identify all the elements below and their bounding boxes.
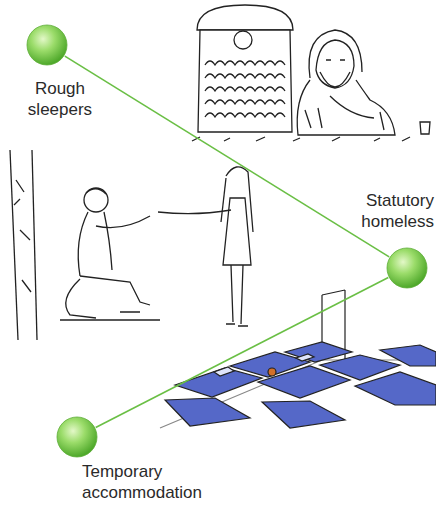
- rubbish-bin-sketch: [205, 100, 285, 104]
- rubbish-bin-sketch: [197, 5, 293, 30]
- node-circle: Statutory homeless: [386, 247, 428, 289]
- sitting-man-sketch: [84, 188, 108, 212]
- rubbish-bin-sketch: [205, 113, 285, 117]
- rubbish-bin-sketch: [205, 61, 285, 65]
- sitting-person-sketch: [330, 96, 374, 118]
- sitting-man-sketch: [78, 212, 88, 276]
- green-ball: [387, 248, 427, 288]
- green-ball: [27, 25, 67, 65]
- sitting-man-sketch: [60, 312, 160, 320]
- tree-sketch: [32, 150, 37, 340]
- node-label: Rough sleepers: [15, 78, 105, 120]
- circle-shape: [56, 416, 98, 458]
- shelter-room-sketch: [160, 360, 436, 428]
- sitting-person-sketch: [192, 137, 410, 141]
- sitting-man-sketch: [66, 279, 96, 318]
- shelter-room-sketch: [214, 367, 234, 376]
- rubbish-bin-sketch: [205, 87, 285, 91]
- sitting-person-sketch: [305, 108, 384, 130]
- standing-woman-sketch: [221, 178, 226, 222]
- sitting-man-sketch: [86, 189, 106, 194]
- tree-sketch: [10, 150, 18, 340]
- sitting-person-sketch: [297, 80, 395, 135]
- tree-sketch: [14, 180, 31, 292]
- shelter-room-sketch: [160, 290, 436, 428]
- rubbish-bin-sketch: [197, 5, 293, 132]
- circle-shape: [386, 247, 428, 289]
- standing-woman-sketch: [226, 324, 248, 326]
- standing-woman-sketch: [231, 265, 243, 324]
- tree-sketch: [10, 150, 37, 340]
- sitting-person-sketch: [420, 122, 430, 134]
- rubbish-bin-sketch: [198, 30, 292, 132]
- node-label: Statutory homeless: [342, 190, 434, 232]
- standing-woman-sketch: [223, 198, 251, 265]
- sitting-man-sketch: [60, 188, 160, 320]
- standing-woman-sketch: [158, 210, 231, 214]
- rubbish-bin-sketch: [205, 74, 285, 78]
- sitting-man-sketch: [96, 216, 150, 228]
- rubbish-bin-sketch: [234, 31, 252, 49]
- sitting-person-sketch: [320, 72, 350, 87]
- shelter-room-sketch: [380, 345, 436, 366]
- sitting-person-sketch: [316, 40, 354, 88]
- node-circle: Rough sleepers: [26, 24, 68, 66]
- shelter-room-sketch: [262, 401, 345, 428]
- standing-woman-sketch: [158, 167, 253, 326]
- node-circle: Temporary accommodation: [56, 416, 98, 458]
- shelter-room-sketch: [355, 372, 436, 405]
- circle-shape: [26, 24, 68, 66]
- sitting-man-sketch: [80, 276, 150, 305]
- shelter-room-sketch: [165, 398, 250, 426]
- sitting-person-sketch: [192, 30, 430, 141]
- connector-line: [65, 56, 389, 257]
- node-label: Temporary accommodation: [82, 461, 257, 503]
- shelter-room-sketch: [175, 368, 262, 397]
- sitting-man-sketch: [104, 212, 112, 270]
- shelter-room-sketch: [296, 354, 314, 361]
- green-ball: [57, 417, 97, 457]
- shelter-room-sketch: [268, 368, 276, 376]
- sitting-person-sketch: [326, 59, 345, 60]
- connector-line: [96, 278, 389, 428]
